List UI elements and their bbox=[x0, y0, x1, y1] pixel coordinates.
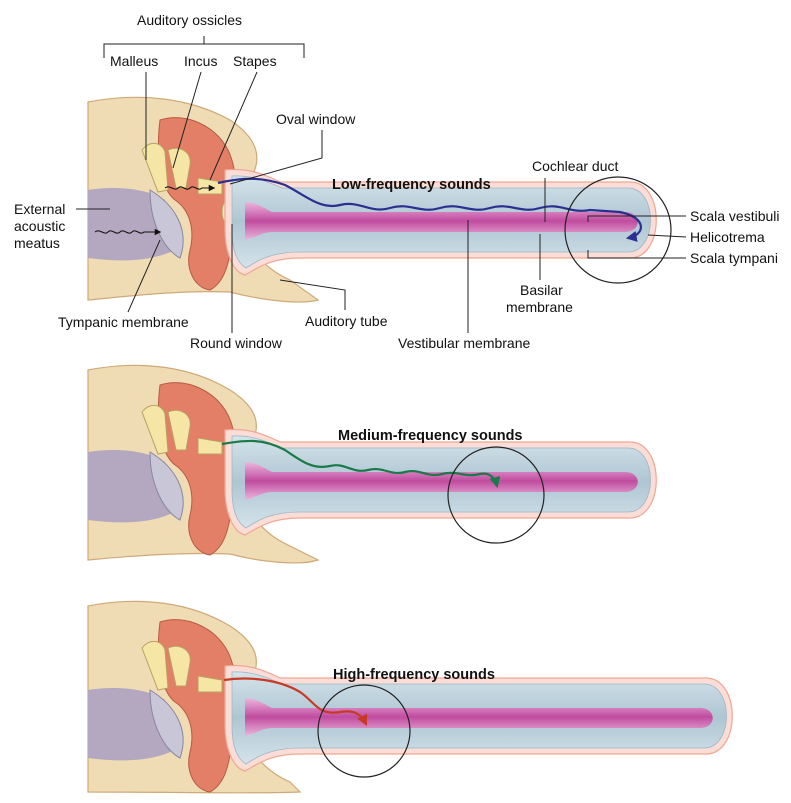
panel-title-high: High-frequency sounds bbox=[333, 667, 495, 683]
label-auditory-tube: Auditory tube bbox=[305, 313, 388, 329]
panel-title-medium: Medium-frequency sounds bbox=[338, 428, 523, 444]
label-stapes: Stapes bbox=[233, 53, 277, 69]
panel-title-low: Low-frequency sounds bbox=[332, 177, 491, 193]
label-basilar-membrane-1: Basilar bbox=[520, 282, 563, 298]
label-helicotrema: Helicotrema bbox=[690, 229, 765, 245]
panel-low-frequency: Low-frequency sounds Auditory ossicles M… bbox=[14, 12, 780, 351]
label-vestibular-membrane: Vestibular membrane bbox=[398, 335, 531, 351]
label-basilar-membrane-2: membrane bbox=[506, 299, 573, 315]
cochlea-medium bbox=[222, 430, 656, 544]
label-incus: Incus bbox=[184, 53, 217, 69]
label-auditory-ossicles: Auditory ossicles bbox=[137, 12, 242, 28]
panel-high-frequency: High-frequency sounds bbox=[88, 601, 732, 793]
label-cochlear-duct: Cochlear duct bbox=[532, 158, 618, 174]
panel-medium-frequency: Medium-frequency sounds bbox=[88, 365, 656, 563]
label-round-window: Round window bbox=[190, 335, 283, 351]
label-tympanic-membrane: Tympanic membrane bbox=[58, 314, 189, 330]
label-external-acoustic-meatus-1: External bbox=[14, 201, 65, 217]
label-malleus: Malleus bbox=[110, 53, 158, 69]
label-external-acoustic-meatus-2: acoustic bbox=[14, 218, 65, 234]
label-external-acoustic-meatus-3: meatus bbox=[14, 235, 60, 251]
label-oval-window: Oval window bbox=[276, 111, 356, 127]
label-scala-vestibuli: Scala vestibuli bbox=[690, 208, 780, 224]
label-scala-tympani: Scala tympani bbox=[690, 250, 778, 266]
